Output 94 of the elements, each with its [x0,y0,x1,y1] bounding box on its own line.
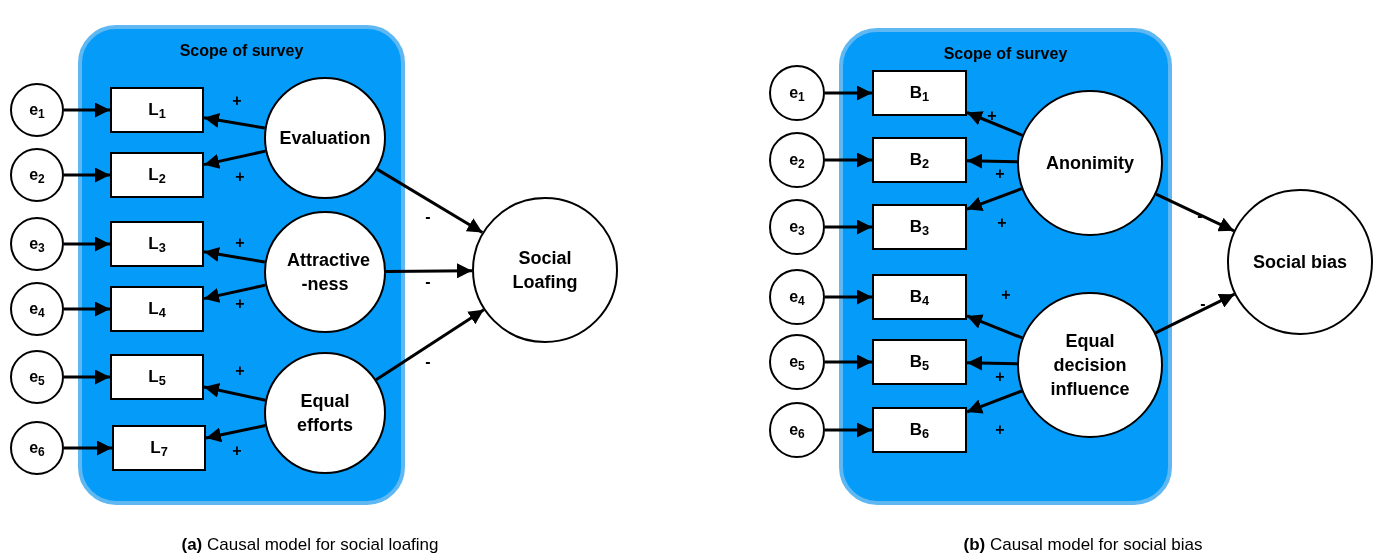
node-label: L$_{3}$ [148,233,166,257]
arrow [825,354,872,370]
figure-caption: (a) Causal model for social loafing [181,534,439,557]
node-label: Evaluation [278,126,372,150]
node-label: Social Loafing [511,246,579,294]
indicator-box [872,70,967,116]
arrow [203,246,266,264]
node-label: B$_{5}$ [909,351,930,375]
edge-label: + [232,443,242,459]
arrow [966,355,1018,371]
edge-label: + [995,369,1005,385]
edge-label: + [235,296,245,312]
node-label: Equal efforts [296,389,354,437]
node-label: L$_{7}$ [150,437,168,461]
node-label: B$_{3}$ [909,216,930,240]
arrow [203,283,266,303]
arrow [966,187,1023,211]
node-label: L$_{5}$ [148,366,166,390]
arrow [966,389,1023,414]
indicator-box [110,286,204,332]
indicator-box [872,137,967,183]
node-label: B$_{6}$ [909,419,930,443]
figure-caption: (b) Causal model for social bias [963,534,1203,557]
edge-label: + [235,363,245,379]
arrow [825,85,872,101]
arrow [203,112,266,130]
arrow [205,424,266,443]
edge-label: - [425,354,431,370]
node-label: B$_{4}$ [909,286,930,310]
arrow [966,314,1023,340]
arrow [64,167,110,183]
node-label: e$_{3}$ [29,234,45,256]
arrow [203,149,266,169]
edge-label: - [425,274,431,290]
indicator-box [872,339,967,385]
indicator-box [110,354,204,400]
node-label: L$_{4}$ [148,298,166,322]
node-label: e$_{2}$ [789,150,805,172]
node-label: Social bias [1251,250,1348,274]
indicator-box [112,425,206,471]
node-label: Equal decision influence [1049,329,1131,402]
arrow [825,152,872,168]
edge-label: + [995,422,1005,438]
arrow [64,102,110,118]
node-label: B$_{2}$ [909,149,930,173]
edge-label: - [425,209,431,225]
arrow [375,308,485,381]
panel-heading: Scope of survey [179,41,304,61]
arrow [64,236,110,252]
edge-label: + [1001,287,1011,303]
indicator-box [872,407,967,453]
indicator-box [110,152,204,198]
node-label: e$_{4}$ [29,299,45,321]
arrow [386,263,472,279]
node-label: e$_{4}$ [789,287,805,309]
indicator-box [872,204,967,250]
indicator-box [872,274,967,320]
node-label: e$_{5}$ [789,352,805,374]
edge-label: + [235,169,245,185]
panel-heading: Scope of survey [943,44,1068,64]
edge-label: + [235,235,245,251]
arrow [64,369,110,385]
arrow [825,219,872,235]
arrow [825,289,872,305]
survey-scope-panel [839,28,1172,505]
arrow [376,168,484,234]
node-label: e$_{6}$ [29,438,45,460]
node-label: e$_{6}$ [789,420,805,442]
arrow [64,440,112,456]
node-label: e$_{2}$ [29,165,45,187]
node-label: e$_{5}$ [29,367,45,389]
edge-label: + [995,166,1005,182]
edge-label: + [232,93,242,109]
node-label: L$_{1}$ [148,99,166,123]
node-label: L$_{2}$ [148,164,166,188]
arrow [64,301,110,317]
indicator-box [110,87,204,133]
edge-label: + [997,215,1007,231]
node-label: e$_{1}$ [29,100,45,122]
edge-label: + [987,108,997,124]
node-label: B$_{1}$ [909,82,930,106]
arrow [966,111,1024,137]
arrow [966,153,1018,169]
edge-label: - [1200,296,1206,312]
arrow [203,382,266,402]
node-label: Anonimity [1045,151,1135,175]
arrow [825,422,872,438]
arrow [1155,192,1235,233]
indicator-box [110,221,204,267]
node-label: Attractive -ness [286,248,371,296]
arrow [1154,292,1236,335]
survey-scope-panel [78,25,405,505]
node-label: e$_{3}$ [789,217,805,239]
node-label: e$_{1}$ [789,83,805,105]
